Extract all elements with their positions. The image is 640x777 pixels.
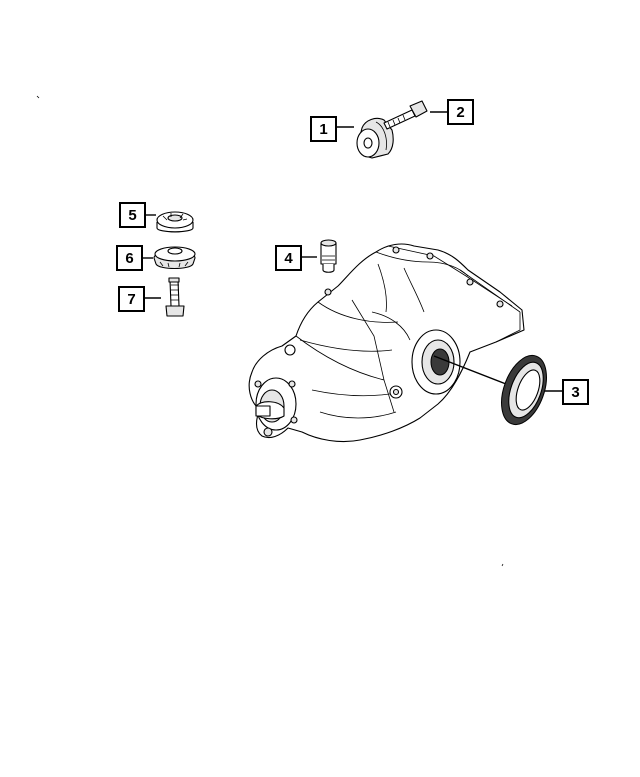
stray-mark [501, 563, 504, 567]
callout-5-label: 5 [128, 207, 136, 224]
callout-1[interactable]: 1 [310, 116, 354, 142]
callout-6-label: 6 [125, 250, 133, 267]
axle-seal-part [501, 354, 547, 426]
callout-2[interactable]: 2 [430, 99, 474, 125]
callout-3-label: 3 [571, 384, 579, 401]
callout-4-label: 4 [284, 250, 293, 267]
upper-isolator-part [156, 211, 194, 233]
bolt-part [383, 100, 428, 130]
callout-6[interactable]: 6 [116, 245, 153, 271]
callout-2-label: 2 [456, 104, 464, 121]
vent-tube-part [320, 239, 337, 273]
callout-3[interactable]: 3 [433, 355, 589, 405]
callout-7-label: 7 [127, 291, 135, 308]
stray-mark [36, 95, 40, 99]
mounting-bolt-part [165, 277, 185, 317]
differential-housing [248, 243, 525, 443]
leader-line-to-housing [433, 355, 507, 385]
callout-5[interactable]: 5 [119, 202, 156, 228]
callout-1-label: 1 [319, 121, 327, 138]
callout-7[interactable]: 7 [118, 286, 161, 312]
bushing-part [356, 117, 394, 159]
callout-4[interactable]: 4 [275, 245, 317, 271]
lower-isolator-part [153, 246, 196, 270]
